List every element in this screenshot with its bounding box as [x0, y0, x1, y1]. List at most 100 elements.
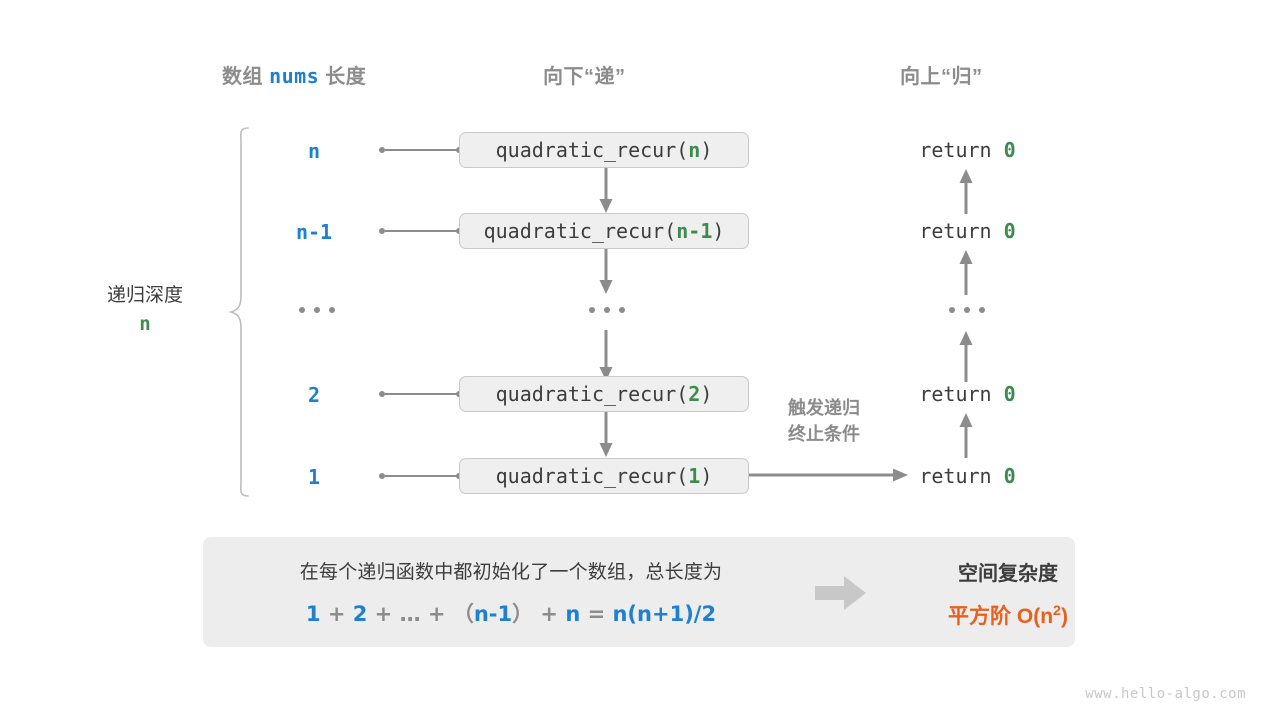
- dot-3: [619, 307, 625, 313]
- call-box-close-row-4: ): [700, 382, 713, 406]
- descend-arrow-3-icon: [599, 330, 613, 381]
- complexity-prefix: 平方阶: [948, 605, 1017, 628]
- descend-arrow-4-icon: [599, 412, 613, 457]
- dot-2: [314, 307, 320, 313]
- call-box-arg-row-2: n-1: [676, 219, 713, 243]
- connector-dot-left-row-1: [379, 147, 385, 153]
- return-text-row-1: return: [919, 138, 1004, 162]
- call-box-close-row-2: ): [712, 219, 725, 243]
- summary-formula: 1 + 2 + … + （n-1） + n = n(n+1)/2: [231, 598, 791, 628]
- summary-left: 在每个递归函数中都初始化了一个数组，总长度为 1 + 2 + … + （n-1）…: [231, 557, 791, 628]
- trigger-note-line-1: 触发递归: [788, 398, 860, 418]
- connector-line-row-1: [385, 149, 460, 151]
- return-row-5: return 0: [880, 464, 1055, 488]
- complexity-bigo: O(n: [1016, 605, 1054, 628]
- call-box-row-2[interactable]: quadratic_recur(n-1): [459, 213, 749, 249]
- trigger-note: 触发递归 终止条件: [764, 395, 884, 447]
- descend-arrow-2-icon: [599, 249, 613, 294]
- connector-line-row-4: [385, 393, 460, 395]
- return-row-2: return 0: [880, 219, 1055, 243]
- ascend-arrow-2-icon: [959, 250, 973, 295]
- call-box-close-row-1: ): [700, 138, 713, 162]
- dot-2: [964, 307, 970, 313]
- ascend-arrow-4-icon: [959, 413, 973, 458]
- dot-1: [589, 307, 595, 313]
- ascend-arrow-1-icon: [959, 169, 973, 214]
- base-case-arrow-icon: [749, 468, 908, 482]
- dot-1: [949, 307, 955, 313]
- formula-term-5: n: [565, 602, 581, 626]
- return-text-row-4: return: [919, 382, 1004, 406]
- length-value-row-1: n: [307, 139, 321, 163]
- return-value-row-2: 0: [1003, 219, 1016, 243]
- dot-2: [604, 307, 610, 313]
- header-array-prefix: 数组: [222, 66, 270, 88]
- formula-op-4: +: [533, 602, 566, 626]
- dot-3: [329, 307, 335, 313]
- recursion-depth-text: 递归深度: [106, 285, 183, 306]
- return-value-row-1: 0: [1003, 138, 1016, 162]
- formula-paren-open: （: [452, 602, 474, 626]
- formula-term-1: 1: [305, 602, 321, 626]
- connector-dot-left-row-4: [379, 391, 385, 397]
- return-ellipsis-row-3: [949, 307, 985, 313]
- call-box-arg-row-4: 2: [688, 382, 701, 406]
- call-box-name-row-4: quadratic_recur(: [495, 382, 689, 406]
- dot-3: [979, 307, 985, 313]
- descend-arrow-1-icon: [599, 168, 613, 213]
- call-box-row-4[interactable]: quadratic_recur(2): [459, 376, 749, 412]
- recursion-depth-value: n: [139, 313, 151, 336]
- connector-dot-left-row-5: [379, 473, 385, 479]
- formula-term-4: n-1: [473, 602, 513, 626]
- call-box-name-row-2: quadratic_recur(: [483, 219, 677, 243]
- formula-op-5: =: [580, 602, 613, 626]
- length-value-row-4: 2: [307, 383, 321, 407]
- header-array-suffix: 长度: [319, 66, 367, 88]
- formula-result: n(n+1)/2: [612, 602, 717, 626]
- header-array-length: 数组 nums 长度: [222, 60, 366, 89]
- return-text-row-2: return: [919, 219, 1004, 243]
- call-box-close-row-5: ): [700, 464, 713, 488]
- call-box-row-1[interactable]: quadratic_recur(n): [459, 132, 749, 168]
- return-value-row-5: 0: [1003, 464, 1016, 488]
- length-ellipsis-row-3: [299, 307, 335, 313]
- call-box-row-5[interactable]: quadratic_recur(1): [459, 458, 749, 494]
- formula-op-1: +: [320, 602, 353, 626]
- space-complexity-value: 平方阶 O(n2): [893, 600, 1123, 630]
- trigger-note-line-2: 终止条件: [788, 424, 860, 445]
- return-text-row-5: return: [919, 464, 1004, 488]
- dot-1: [299, 307, 305, 313]
- call-box-name-row-5: quadratic_recur(: [495, 464, 689, 488]
- formula-op-2: +: [367, 602, 400, 626]
- depth-brace-icon: [228, 127, 249, 497]
- length-value-row-2: n-1: [295, 220, 333, 244]
- call-box-name-row-1: quadratic_recur(: [495, 138, 689, 162]
- complexity-exponent: 2: [1053, 603, 1061, 619]
- right-arrow-icon: [815, 576, 866, 610]
- formula-term-2: 2: [352, 602, 368, 626]
- connector-dot-left-row-2: [379, 228, 385, 234]
- header-ascend: 向上“归”: [900, 66, 983, 88]
- complexity-suffix: ): [1060, 605, 1068, 628]
- summary-description: 在每个递归函数中都初始化了一个数组，总长度为: [299, 562, 723, 583]
- call-ellipsis-row-3: [589, 307, 625, 313]
- connector-line-row-5: [385, 475, 460, 477]
- space-complexity-title: 空间复杂度: [958, 563, 1058, 585]
- watermark: www.hello-algo.com: [1085, 686, 1246, 702]
- formula-ellipsis: …: [399, 602, 421, 626]
- length-value-row-5: 1: [307, 465, 321, 489]
- recursion-depth-label: 递归深度 n: [90, 281, 200, 340]
- header-array-nums: nums: [269, 64, 320, 88]
- return-value-row-4: 0: [1003, 382, 1016, 406]
- ascend-arrow-3-icon: [959, 331, 973, 382]
- formula-op-3: +: [420, 602, 453, 626]
- call-box-arg-row-5: 1: [688, 464, 701, 488]
- call-box-arg-row-1: n: [688, 138, 701, 162]
- summary-panel: 在每个递归函数中都初始化了一个数组，总长度为 1 + 2 + … + （n-1）…: [203, 537, 1075, 647]
- header-descend: 向下“递”: [543, 66, 626, 88]
- connector-line-row-2: [385, 230, 460, 232]
- formula-paren-close: ）: [512, 602, 534, 626]
- return-row-1: return 0: [880, 138, 1055, 162]
- summary-right: 空间复杂度 平方阶 O(n2): [893, 557, 1123, 630]
